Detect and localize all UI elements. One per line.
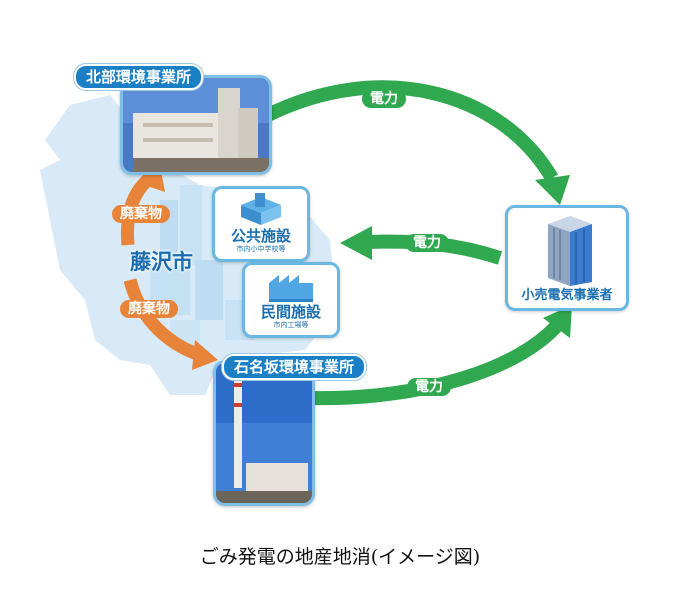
ishinazaka-plant-photo <box>213 360 315 506</box>
public-building-icon <box>237 193 285 227</box>
private-facility-box: 民間施設 市内工場等 <box>242 262 340 338</box>
city-name: 藤沢市 <box>130 250 193 274</box>
waste-label-top: 廃棄物 <box>112 205 170 223</box>
northern-plant-photo <box>120 75 272 175</box>
private-facility-sub: 市内工場等 <box>245 321 337 330</box>
power-arrowhead-top <box>535 175 570 205</box>
ishinazaka-plant-label: 石名坂環境事業所 <box>222 354 366 380</box>
power-label-top: 電力 <box>362 90 406 108</box>
power-label-middle: 電力 <box>405 234 449 252</box>
diagram-caption: ごみ発電の地産地消(イメージ図) <box>0 545 680 569</box>
retailer-box: 小売電気事業者 <box>505 205 629 311</box>
public-facility-sub: 市内小中学校等 <box>215 245 307 254</box>
retailer-label: 小売電気事業者 <box>508 288 626 304</box>
power-arrow-north-to-retailer <box>268 87 552 178</box>
waste-label-bottom: 廃棄物 <box>120 300 178 318</box>
public-facility-box: 公共施設 市内小中学校等 <box>212 186 310 262</box>
northern-plant-label: 北部環境事業所 <box>74 64 203 90</box>
public-facility-name: 公共施設 <box>215 227 307 245</box>
power-arrowhead-middle <box>340 226 372 260</box>
private-facility-name: 民間施設 <box>245 303 337 321</box>
office-building-icon <box>540 214 596 286</box>
factory-icon <box>265 269 317 303</box>
power-label-bottom: 電力 <box>407 378 451 396</box>
